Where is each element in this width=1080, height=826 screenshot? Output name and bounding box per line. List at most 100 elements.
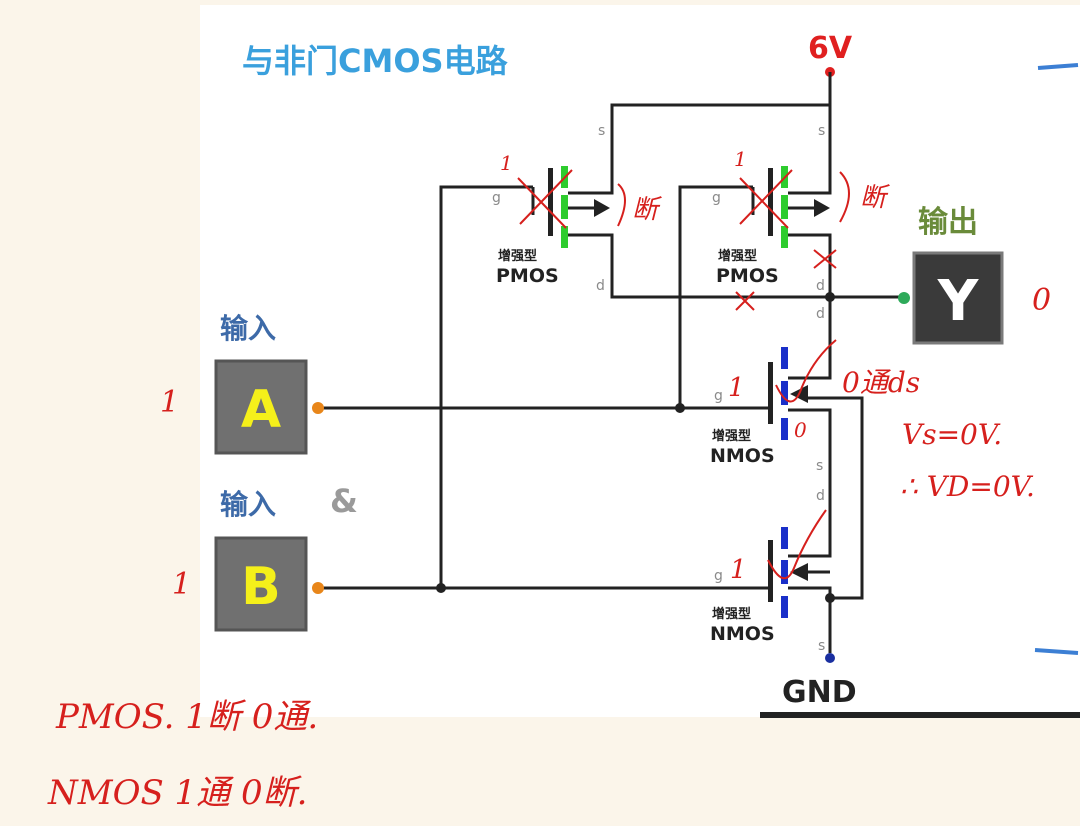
input-b-box: [214, 536, 308, 632]
wire-cross-mark: [735, 291, 755, 311]
nmos2-name: NMOS: [710, 623, 775, 645]
nmos1-type: 增强型: [712, 428, 751, 444]
note-nmos1-conduct: 0通ds: [842, 366, 920, 399]
nmos-2: [768, 527, 808, 618]
wire-b-to-p1-gate: [439, 185, 533, 588]
pmos1-gate-pin: g: [492, 190, 501, 206]
pmos2-bracket-mark: [839, 171, 850, 223]
note-nmos-rule: NMOS 1通 0断.: [47, 773, 307, 813]
wire-a-to-p2-gate: [678, 185, 753, 408]
nmos1-channel-mid: [781, 381, 788, 405]
pmos1-cross-mark: [517, 169, 573, 229]
nmos2-channel-top: [781, 527, 788, 549]
handwritten-marks: [517, 169, 850, 580]
junction-b: [436, 583, 446, 593]
output-heading: 输出: [918, 205, 978, 240]
note-pmos2-state: 断: [860, 183, 890, 213]
pmos2-gate-plate: [768, 168, 773, 236]
wire-output-node: [588, 233, 902, 299]
wire-vdd-p2: [808, 72, 832, 195]
pmos2-arrow: [814, 199, 830, 217]
nmos1-name: NMOS: [710, 445, 775, 467]
nmos2-source-pin: s: [818, 638, 825, 654]
note-input-b: 1: [172, 567, 191, 602]
wire-n1-body: [808, 396, 864, 600]
diagram-title: 与非门CMOS电路: [242, 42, 509, 80]
input-a-terminal: [312, 402, 324, 414]
pmos1-channel-mid: [561, 195, 568, 219]
ground-label: GND: [782, 675, 857, 710]
input-b-letter: B: [241, 557, 281, 617]
nmos2-gate-pin: g: [714, 568, 723, 584]
nmos1-channel-bottom: [781, 418, 788, 440]
junction-gnd: [825, 593, 835, 603]
note-nmos2-gate: 1: [730, 555, 747, 585]
drain-cross-mark: [813, 249, 837, 269]
pmos2-type: 增强型: [718, 248, 757, 264]
note-drain-voltage: ∴ VD=0V.: [900, 470, 1035, 503]
pmos1-arrow: [594, 199, 610, 217]
note-source-voltage: Vs=0V.: [902, 418, 1002, 451]
wire-n1-n2: [808, 408, 832, 558]
note-input-a: 1: [160, 385, 179, 420]
nmos1-gate-plate: [768, 362, 773, 424]
pmos2-cross-mark: [739, 169, 793, 229]
input-a-box: [214, 359, 308, 455]
nmos2-drain-pin: d: [816, 488, 825, 504]
ground-bar: [760, 712, 1080, 718]
wire-vdd-p1: [588, 103, 830, 195]
nmos2-type: 增强型: [712, 606, 751, 622]
wire-n2-gnd: [808, 586, 832, 653]
input-a-letter: A: [241, 380, 281, 440]
pmos1-leads: [568, 191, 598, 237]
nmos2-arrow: [790, 563, 808, 581]
ground-terminal: [825, 653, 835, 663]
pmos1-channel-bottom: [561, 226, 568, 248]
nmos1-drain-pin: d: [816, 306, 825, 322]
pmos2-channel-bottom: [781, 226, 788, 248]
note-nmos1-source: 0: [794, 418, 807, 442]
pmos1-drain-pin: d: [596, 278, 605, 294]
wire-p2-n1: [808, 233, 832, 380]
pmos1-bracket-mark: [617, 183, 626, 227]
note-pmos-rule: PMOS. 1断 0通.: [55, 697, 318, 737]
output-letter: Y: [937, 269, 980, 334]
diagram-paper: [200, 5, 1080, 717]
right-bracket-bottom: [1034, 648, 1079, 655]
nmos1-source-pin: s: [816, 458, 823, 474]
pmos2-name: PMOS: [716, 265, 779, 287]
note-pmos1-gate: 1: [500, 151, 513, 175]
output-box: [912, 251, 1004, 345]
nmos2-check-mark: [767, 509, 827, 580]
pmos2-source-pin: s: [818, 123, 825, 139]
nmos2-channel-bottom: [781, 596, 788, 618]
input-b-terminal: [312, 582, 324, 594]
junction-output: [825, 292, 835, 302]
and-symbol: &: [330, 482, 358, 520]
right-bracket-top: [1037, 63, 1079, 70]
junctions: [436, 292, 835, 603]
pmos2-drain-top-pin: d: [816, 278, 825, 294]
output-terminal: [898, 292, 910, 304]
nmos1-check-mark: [775, 339, 837, 403]
note-pmos1-state: 断: [632, 195, 662, 225]
note-nmos1-gate: 1: [728, 373, 745, 403]
note-pmos2-gate: 1: [734, 147, 747, 171]
pmos1-name: PMOS: [496, 265, 559, 287]
pmos2-channel-mid: [781, 195, 788, 219]
nmos1-channel-top: [781, 347, 788, 369]
pmos2-gate-pin: g: [712, 190, 721, 206]
input-a-heading: 输入: [220, 312, 276, 345]
supply-label: 6V: [808, 31, 853, 66]
input-b-heading: 输入: [220, 488, 276, 521]
pmos1-source-pin: s: [598, 123, 605, 139]
note-output: 0: [1032, 283, 1051, 318]
nmos2-channel-mid: [781, 560, 788, 584]
nmos2-gate-plate: [768, 540, 773, 602]
pmos1-gate-plate: [548, 168, 553, 236]
junction-a: [675, 403, 685, 413]
pmos1-type: 增强型: [498, 248, 537, 264]
nmos1-gate-pin: g: [714, 388, 723, 404]
